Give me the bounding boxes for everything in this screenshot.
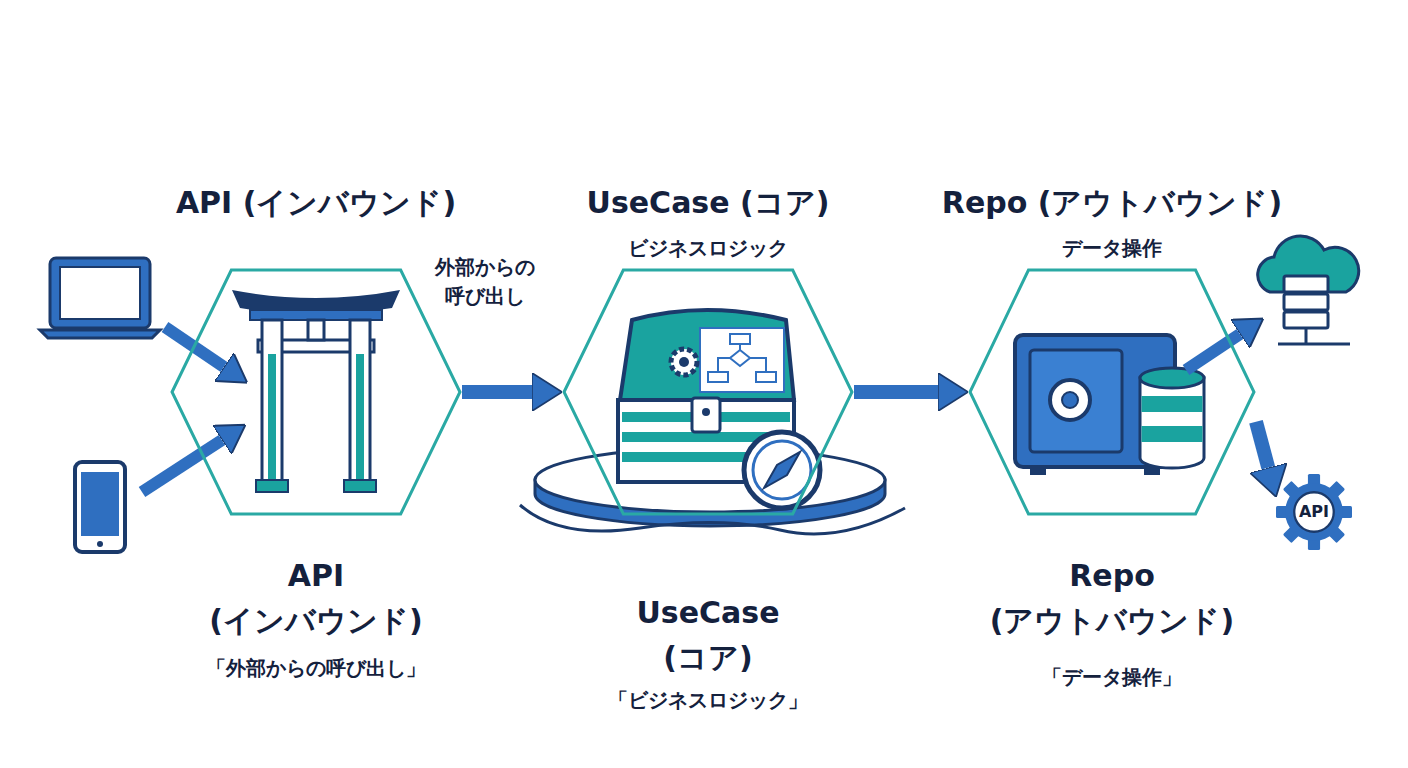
flowchart-line [718,344,766,372]
safe-foot [1030,467,1046,475]
chest-lock [692,398,720,432]
hexagon-outline [564,270,852,514]
layer-description: ビジネスロジック [538,236,878,260]
torii-foot [344,480,376,492]
cloud-icon [1258,236,1359,292]
hexagon-node: UseCase (コア)ビジネスロジックUseCase (コア)「ビジネスロジッ… [562,268,854,516]
hexagon-outline [170,268,462,516]
gear-node: API [1276,474,1352,550]
safe-dial-center [1062,392,1078,408]
server-unit [1284,276,1328,292]
safe-dial [1050,380,1090,420]
gear-hub [679,357,689,367]
database-band [1142,396,1203,412]
hexagon-outline [968,268,1256,516]
torii-foot [256,480,288,492]
gear-icon [671,349,697,375]
phone-button [97,541,103,547]
hexagon-outline [970,270,1254,514]
database-band [1142,426,1203,442]
layer-heading: UseCase (コア) [608,590,808,680]
layer-heading: UseCase (コア) [488,185,928,221]
safe-door [1030,350,1122,452]
server-unit [1284,312,1328,328]
water-wave [520,505,905,534]
flowchart-box [730,334,750,344]
layer-heading: Repo (アウトバウンド) [882,185,1342,221]
layer-description: データ操作 [942,236,1282,260]
layer-heading: API (インバウンド) [191,553,441,643]
gear-label: API [1276,502,1352,522]
flowchart-box [756,372,776,382]
phone-screen [81,472,119,536]
edge-label: 外部からの 呼び出し [420,253,550,311]
layer-heading: Repo (アウトバウンド) [967,553,1257,643]
client-arrow [142,440,222,492]
compass-needle [764,452,800,488]
compass-icon [744,432,820,508]
phone-icon [75,462,125,552]
hexagon-outline [172,270,460,514]
layer-heading: API (インバウンド) [96,185,536,221]
layer-description: 「外部からの呼び出し」 [146,656,486,680]
network-line [1278,328,1350,344]
layer-description: 「データ操作」 [942,665,1282,689]
flowchart-paper [700,328,784,392]
flowchart-diamond [730,350,750,366]
torii-pillar [350,320,370,482]
hexagon-outline [562,268,854,516]
layer-description: 「ビジネスロジック」 [538,688,878,712]
laptop-screen [60,267,140,319]
torii-pillar-stripe [356,354,364,480]
keyhole [702,408,710,416]
hexagon-node: Repo (アウトバウンド)データ操作Repo (アウトバウンド)「データ操作」 [968,268,1256,516]
compass-ring [753,441,811,499]
chest-lid [620,310,794,400]
flow-arrow [1256,422,1268,468]
torii-pillar [262,320,282,482]
laptop-icon [50,258,150,328]
hexagon-node: API (インバウンド)API (インバウンド)「外部からの呼び出し」 [170,268,462,516]
flow-arrow [854,385,938,399]
server-unit [1284,294,1328,310]
flowchart-box [708,372,728,382]
torii-pillar-stripe [268,354,276,480]
database-icon [1140,378,1204,468]
torii-post [308,320,324,340]
laptop-base [40,330,160,338]
flow-arrow [462,385,532,399]
cloud-arrow [1186,334,1240,370]
